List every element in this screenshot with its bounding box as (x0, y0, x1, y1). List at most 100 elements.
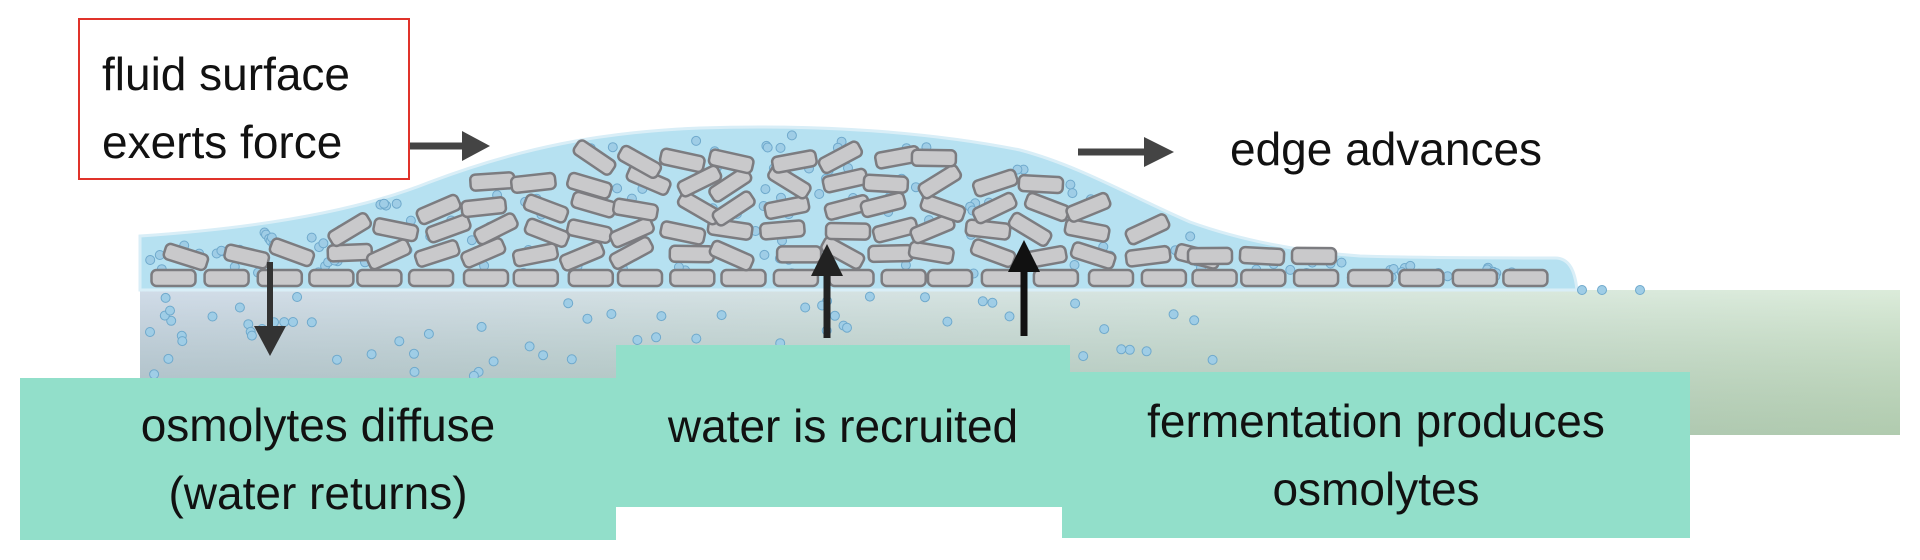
bacterial-cell (616, 268, 664, 288)
bacterial-cell (711, 190, 756, 227)
bacterial-cell (770, 149, 818, 174)
osmolyte-dot (1070, 298, 1081, 309)
osmolyte-dot (1078, 351, 1089, 362)
box-osmolytes-line-1: osmolytes diffuse (140, 399, 496, 451)
osmolyte-dot (524, 341, 535, 352)
bacterial-cell (509, 171, 557, 194)
bacterial-cell (669, 268, 716, 288)
bacterial-cell (926, 268, 974, 288)
bacterial-cell (708, 239, 755, 272)
osmolyte-dot (691, 333, 702, 344)
bacterial-cell (1063, 217, 1111, 243)
osmolyte-dot (207, 311, 218, 322)
arrow-water-recruited (811, 244, 843, 338)
bacterial-cell (372, 217, 420, 243)
osmolyte-dot (606, 309, 617, 319)
osmolyte-dot (1099, 324, 1110, 335)
bacterial-cell (1240, 268, 1287, 288)
box-fermentation-line-1: fermentation produces (1147, 395, 1605, 447)
osmolyte-dot (306, 232, 317, 243)
osmolyte-dot (1124, 344, 1135, 355)
osmolyte-dot (288, 317, 298, 327)
bacterial-cell (919, 193, 967, 223)
osmolyte-dot (864, 291, 875, 302)
osmolyte-dot (814, 189, 825, 199)
osmolyte-dot (566, 354, 577, 365)
arrow-edge-advances (1078, 137, 1174, 167)
bacterial-cell (1065, 191, 1112, 223)
bacterial-cell (1502, 268, 1549, 288)
bacterial-cell (522, 193, 570, 224)
osmolyte-dot (163, 353, 174, 364)
bacterial-cell (512, 268, 560, 288)
bacterial-cell (1087, 268, 1135, 288)
bacterial-cell (971, 168, 1019, 198)
arrow-fermentation (1008, 240, 1040, 336)
osmolyte-dot (1004, 311, 1015, 322)
bacterial-cell (824, 221, 872, 241)
osmolyte-dot (488, 356, 499, 367)
osmolyte-dot (409, 366, 420, 377)
bacterial-cell (707, 148, 755, 175)
osmolyte-dot (651, 332, 662, 343)
osmolyte-dot (234, 302, 245, 313)
osmolyte-dot (165, 305, 175, 316)
bacterial-cell (407, 268, 455, 288)
osmolyte-dot (582, 313, 593, 324)
bacterial-cell (1124, 213, 1171, 246)
bacterial-cell (611, 197, 660, 222)
bacterial-cell (617, 144, 663, 180)
bacterial-cell (1032, 268, 1080, 288)
osmolyte-dot (476, 321, 487, 332)
bacterial-cell (880, 268, 927, 288)
bacterial-cell (1346, 268, 1394, 288)
bacterial-cell (763, 195, 811, 220)
osmolyte-dot (379, 198, 389, 209)
osmolyte-dot (332, 354, 342, 365)
bacterial-cell (1398, 268, 1445, 288)
bacterial-cell (327, 212, 373, 248)
bacterial-cell (668, 244, 716, 264)
osmolyte-dot (538, 350, 549, 361)
osmolyte-dot (166, 315, 177, 326)
bacterial-cell (720, 268, 767, 288)
bacterial-cell (907, 240, 955, 265)
bacterial-cell (820, 235, 866, 270)
bacterial-cell (523, 217, 571, 248)
osmolyte-dot (279, 317, 290, 328)
bacterial-cell (817, 140, 864, 175)
osmolyte-dot (366, 349, 377, 360)
box-fermentation: fermentation produces osmolytes (1062, 372, 1690, 538)
osmolyte-dot (759, 249, 770, 260)
bacterial-cell (572, 139, 617, 176)
osmolyte-dot (1116, 344, 1127, 355)
bacterial-cell (1186, 246, 1234, 266)
bacterial-cell (775, 245, 823, 264)
bacterial-cell (565, 171, 613, 200)
bacterial-cell (758, 219, 806, 241)
osmolyte-dot (607, 142, 618, 153)
bacterial-cell (1069, 241, 1117, 270)
osmolyte-dot (563, 298, 574, 309)
bacterial-cell (862, 173, 910, 194)
osmolyte-dot (656, 311, 667, 322)
bacterial-cell (1451, 268, 1499, 288)
osmolyte-dot (1597, 285, 1607, 295)
box-water-recruited: water is recruited (616, 345, 1070, 507)
bacterial-cell (462, 268, 510, 288)
box-fermentation-line-2: osmolytes (1272, 463, 1480, 515)
bacterial-cell (867, 243, 914, 264)
osmolyte-dot (632, 335, 643, 345)
osmolyte-dot (1577, 285, 1587, 295)
osmolyte-dot (829, 310, 840, 321)
osmolyte-dot (1065, 179, 1076, 190)
bacterial-cell (365, 238, 412, 271)
bacterial-cell (1007, 211, 1053, 247)
bacterial-cell (559, 240, 606, 272)
osmolyte-dot (1336, 257, 1347, 268)
callout-line-1: fluid surface (102, 48, 351, 100)
box-osmolytes-diffuse: osmolytes diffuse (water returns) (20, 378, 616, 540)
osmolyte-dot (977, 296, 988, 307)
osmolyte-dot (145, 327, 155, 337)
